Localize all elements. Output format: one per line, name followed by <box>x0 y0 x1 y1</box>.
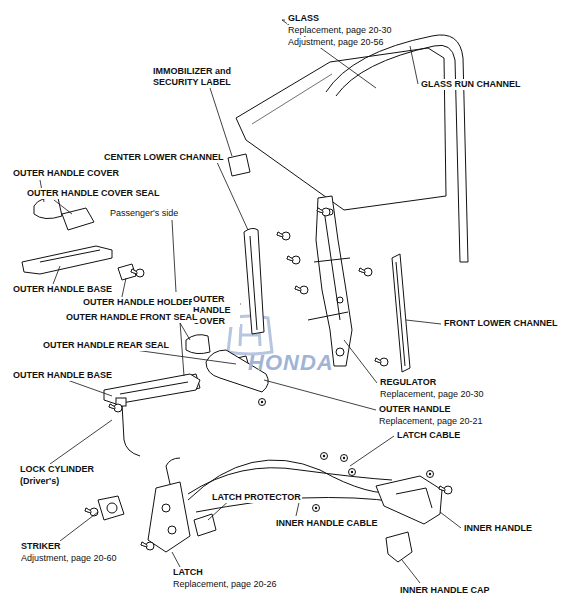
page-reference: Replacement, page 20-30 <box>379 389 485 400</box>
part-label: GLASS RUN CHANNEL <box>420 79 522 90</box>
part-label: OUTER HANDLE HOLDER <box>82 297 196 308</box>
part-label: CENTER LOWER CHANNEL <box>103 152 225 163</box>
part-label: FRONT LOWER CHANNEL <box>443 318 559 329</box>
part-label: INNER HANDLE CABLE <box>275 518 379 529</box>
part-label: OUTER HANDLE COVER SEAL <box>26 188 161 199</box>
part-label: INNER HANDLE <box>463 523 533 534</box>
part-label: LOCK CYLINDER <box>19 464 95 475</box>
part-label: OUTER HANDLE FRONT SEAL <box>65 312 199 323</box>
part-label: OUTER HANDLE BASE <box>12 370 113 381</box>
part-label: INNER HANDLE CAP <box>399 585 491 596</box>
part-label: REGULATOR <box>379 377 437 388</box>
part-label: LATCH <box>172 567 204 578</box>
part-label: OUTER HANDLE BASE <box>12 284 113 295</box>
page-reference: Adjustment, page 20-56 <box>287 37 385 48</box>
part-label: OUTER HANDLE COVER <box>192 294 240 327</box>
page-reference: Replacement, page 20-21 <box>378 416 484 427</box>
page-reference: Replacement, page 20-30 <box>287 25 393 36</box>
part-label: LATCH CABLE <box>396 430 461 441</box>
part-label: OUTER HANDLE REAR SEAL <box>42 340 170 351</box>
watermark: HONDA <box>248 350 334 376</box>
part-label: OUTER HANDLE <box>378 404 452 415</box>
part-label: IMMOBILIZER and SECURITY LABEL <box>152 66 250 88</box>
page-reference: Replacement, page 20-26 <box>172 579 278 590</box>
part-label: STRIKER <box>20 541 62 552</box>
page-reference: Adjustment, page 20-60 <box>20 553 118 564</box>
part-label: (Driver's) <box>19 476 60 487</box>
part-label: OUTER HANDLE COVER <box>12 168 120 179</box>
part-label: GLASS <box>287 13 320 24</box>
page-reference: Passenger's side <box>109 208 179 219</box>
part-label: LATCH PROTECTOR <box>211 492 302 503</box>
